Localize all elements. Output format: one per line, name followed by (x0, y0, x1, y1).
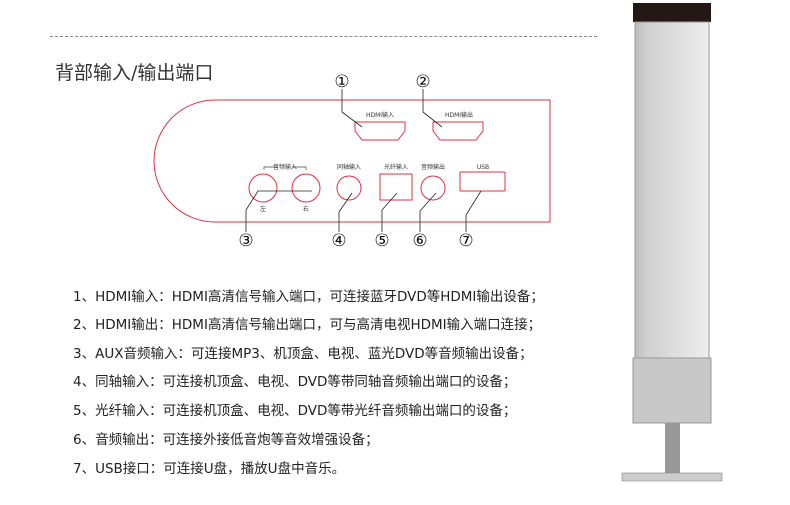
left-label: 左 (260, 205, 266, 213)
hdmi-in-label: HDMI输入 (366, 111, 394, 119)
list-item: 4、同轴输入：可连接机顶盒、电视、DVD等带同轴音频输出端口的设备； (73, 374, 517, 390)
audio-in-right-jack (291, 173, 321, 203)
usb-port (459, 171, 506, 192)
callout-3: ③ (238, 231, 253, 251)
usb-label: USB (477, 164, 489, 171)
audio-out-label: 音频输出 (421, 163, 445, 171)
hdmi-out-port (432, 121, 484, 141)
panel-outline (153, 99, 551, 223)
right-label: 右 (303, 205, 309, 213)
callout-7: ⑦ (458, 231, 473, 251)
optical-in-port (379, 173, 413, 201)
divider (50, 36, 597, 37)
hdmi-out-label: HDMI输出 (445, 111, 473, 119)
optical-in-label: 光纤输入 (384, 163, 408, 171)
audio-out-jack (420, 175, 446, 201)
callout-5: ⑤ (374, 231, 389, 251)
list-item: 1、HDMI输入：HDMI高清信号输入端口，可连接蓝牙DVD等HDMI输出设备； (73, 289, 544, 305)
coax-in-label: 同轴输入 (337, 163, 361, 171)
audio-in-label: 音频输入 (273, 163, 297, 171)
speaker-image (621, 3, 723, 482)
audio-in-left-jack (248, 173, 278, 203)
list-item: 2、HDMI输出：HDMI高清信号输出端口，可与高清电视HDMI输入端口连接； (73, 317, 542, 333)
section-title: 背部输入/输出端口 (55, 62, 214, 84)
callout-6: ⑥ (412, 231, 427, 251)
callout-1: ① (334, 72, 349, 92)
list-item: 6、音频输出：可连接外接低音炮等音效增强设备； (73, 432, 379, 448)
list-item: 7、USB接口：可连接U盘，播放U盘中音乐。 (73, 461, 346, 477)
list-item: 3、AUX音频输入：可连接MP3、机顶盒、电视、蓝光DVD等音频输出设备； (73, 346, 533, 362)
callout-2: ② (415, 72, 430, 92)
list-item: 5、光纤输入：可连接机顶盒、电视、DVD等带光纤音频输出端口的设备； (73, 403, 517, 419)
hdmi-in-port (354, 121, 406, 141)
coax-in-jack (336, 175, 362, 201)
callout-4: ④ (331, 231, 346, 251)
